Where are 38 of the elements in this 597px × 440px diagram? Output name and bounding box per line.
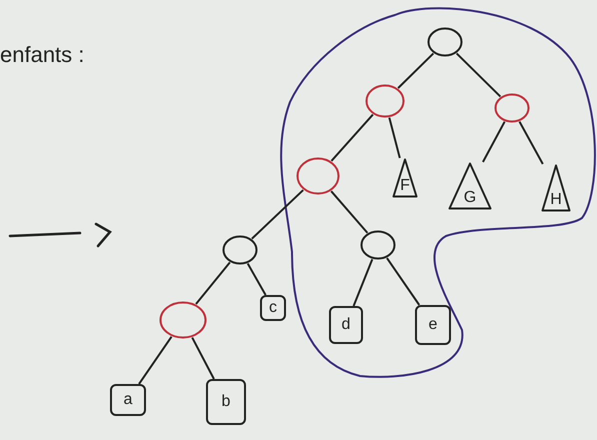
tree-node-circle [427, 27, 463, 57]
tree-edge [195, 262, 231, 305]
node-letter: a [124, 392, 132, 408]
tree-edge [251, 189, 304, 240]
tree-node-circle [494, 93, 530, 123]
tree-node-circle [159, 301, 207, 339]
tree-edge [330, 190, 368, 234]
leaf-box [260, 295, 286, 321]
tree-edge [397, 52, 434, 89]
leaf-box [329, 306, 363, 344]
leaf-box [110, 384, 146, 416]
tree-node-circle [365, 84, 405, 118]
tree-edge [330, 114, 374, 162]
tree-node-circle [296, 157, 340, 195]
node-letter: b [222, 394, 230, 410]
node-letter: e [428, 317, 438, 333]
subtree-triangle [448, 162, 492, 210]
tree-node-circle [222, 235, 258, 265]
tree-edge [456, 52, 502, 98]
leaf-box [206, 379, 246, 425]
tree-edge [352, 258, 374, 306]
tree-edge [246, 263, 266, 296]
node-letter: H [550, 192, 562, 208]
node-letter: c [269, 300, 277, 316]
node-letter: d [342, 317, 350, 333]
tree-edge [386, 257, 420, 306]
node-letter: F [400, 178, 410, 194]
tree-node-circle [360, 230, 396, 260]
tree-edge [518, 121, 544, 164]
tree-edge [482, 121, 506, 162]
tree-edge [138, 336, 172, 385]
note-text: enfants : [0, 41, 84, 69]
tree-edge [191, 337, 215, 380]
subtree-triangle [392, 158, 418, 198]
leaf-box [415, 305, 451, 345]
tree-edge [388, 117, 401, 158]
node-letter: G [464, 190, 476, 206]
subtree-triangle [541, 164, 571, 212]
